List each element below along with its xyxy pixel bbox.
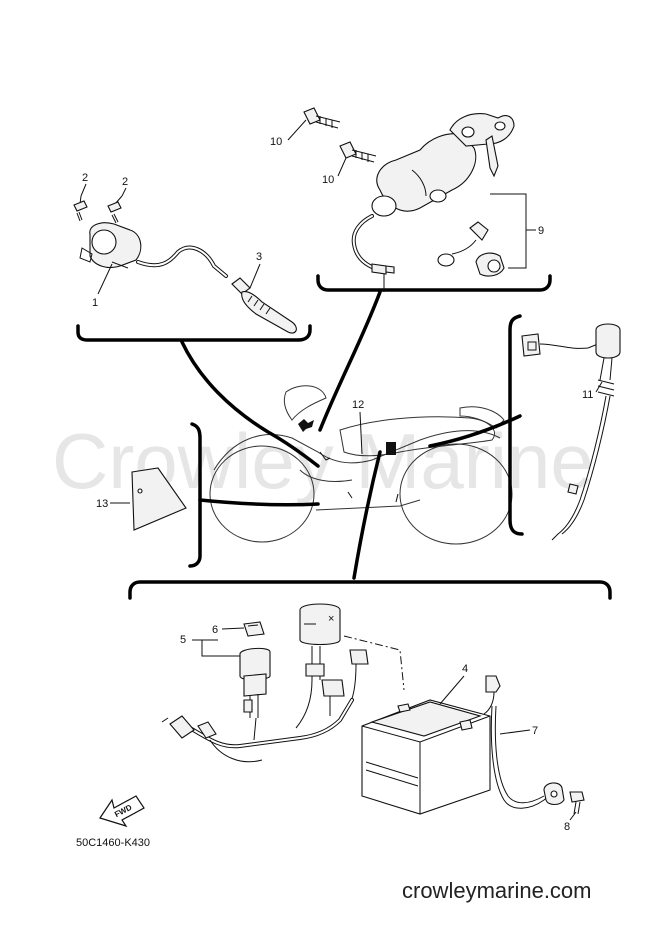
footer-url: crowleymarine.com (402, 878, 592, 903)
callout-6: 6 (212, 624, 218, 636)
battery-cable (483, 675, 565, 809)
fuse (243, 621, 265, 637)
harness-connector-mid (321, 679, 345, 716)
battery-location-mark (386, 442, 396, 455)
leader-switch-panel (318, 290, 382, 432)
leader-decal-panel (198, 498, 320, 507)
starter-relay: × (299, 603, 341, 680)
main-switch-assembly (303, 107, 515, 292)
leader-coil-panel (180, 340, 320, 468)
ignition-key (485, 135, 499, 178)
panel-bracket-coil (76, 324, 312, 342)
alignment-line (343, 635, 405, 691)
callout-13: 13 (96, 498, 108, 510)
wire-harness (161, 679, 354, 763)
callout-11: 11 (582, 389, 593, 401)
sidestand-switch-assembly (521, 323, 621, 541)
callout-3: 3 (256, 251, 262, 263)
callout-9: 9 (538, 225, 544, 237)
switch-screw-lower (339, 141, 377, 163)
callout-10-upper: 10 (270, 136, 282, 148)
callout-8: 8 (564, 821, 570, 833)
leader-battery-panel (352, 450, 382, 580)
panel-bracket-sidestand (508, 314, 524, 536)
harness-connector-right (341, 649, 369, 717)
callout-12: 12 (352, 399, 364, 411)
callouts: 1 2 2 3 10 10 9 11 12 13 6 5 (80, 119, 603, 833)
coil-bolt-right (107, 195, 123, 224)
diagram-code: 50C1460-K430 (76, 837, 150, 849)
battery-bolt (569, 791, 585, 815)
callout-4: 4 (462, 663, 468, 675)
warning-decal (131, 467, 187, 531)
battery (361, 699, 491, 815)
ignition-coil-assembly (73, 195, 297, 334)
motorcycle-outline (209, 385, 513, 545)
callout-7: 7 (532, 725, 538, 737)
svg-text:×: × (328, 613, 334, 625)
callout-1: 1 (92, 297, 98, 309)
switch-screw-upper (303, 107, 341, 129)
panel-bracket-switch (316, 274, 552, 292)
callout-2-right: 2 (122, 176, 128, 188)
coil-location-mark (298, 419, 314, 432)
fuse-holder (239, 647, 271, 718)
forward-arrow-icon: FWD (99, 795, 145, 828)
callout-10-lower: 10 (322, 174, 334, 186)
callout-5: 5 (180, 634, 186, 646)
callout-2-left: 2 (82, 172, 88, 184)
panel-bracket-battery (128, 580, 612, 600)
panel-bracket-decal (188, 422, 202, 568)
sidestand-connector (521, 333, 541, 357)
coil-bolt-left (73, 195, 88, 222)
